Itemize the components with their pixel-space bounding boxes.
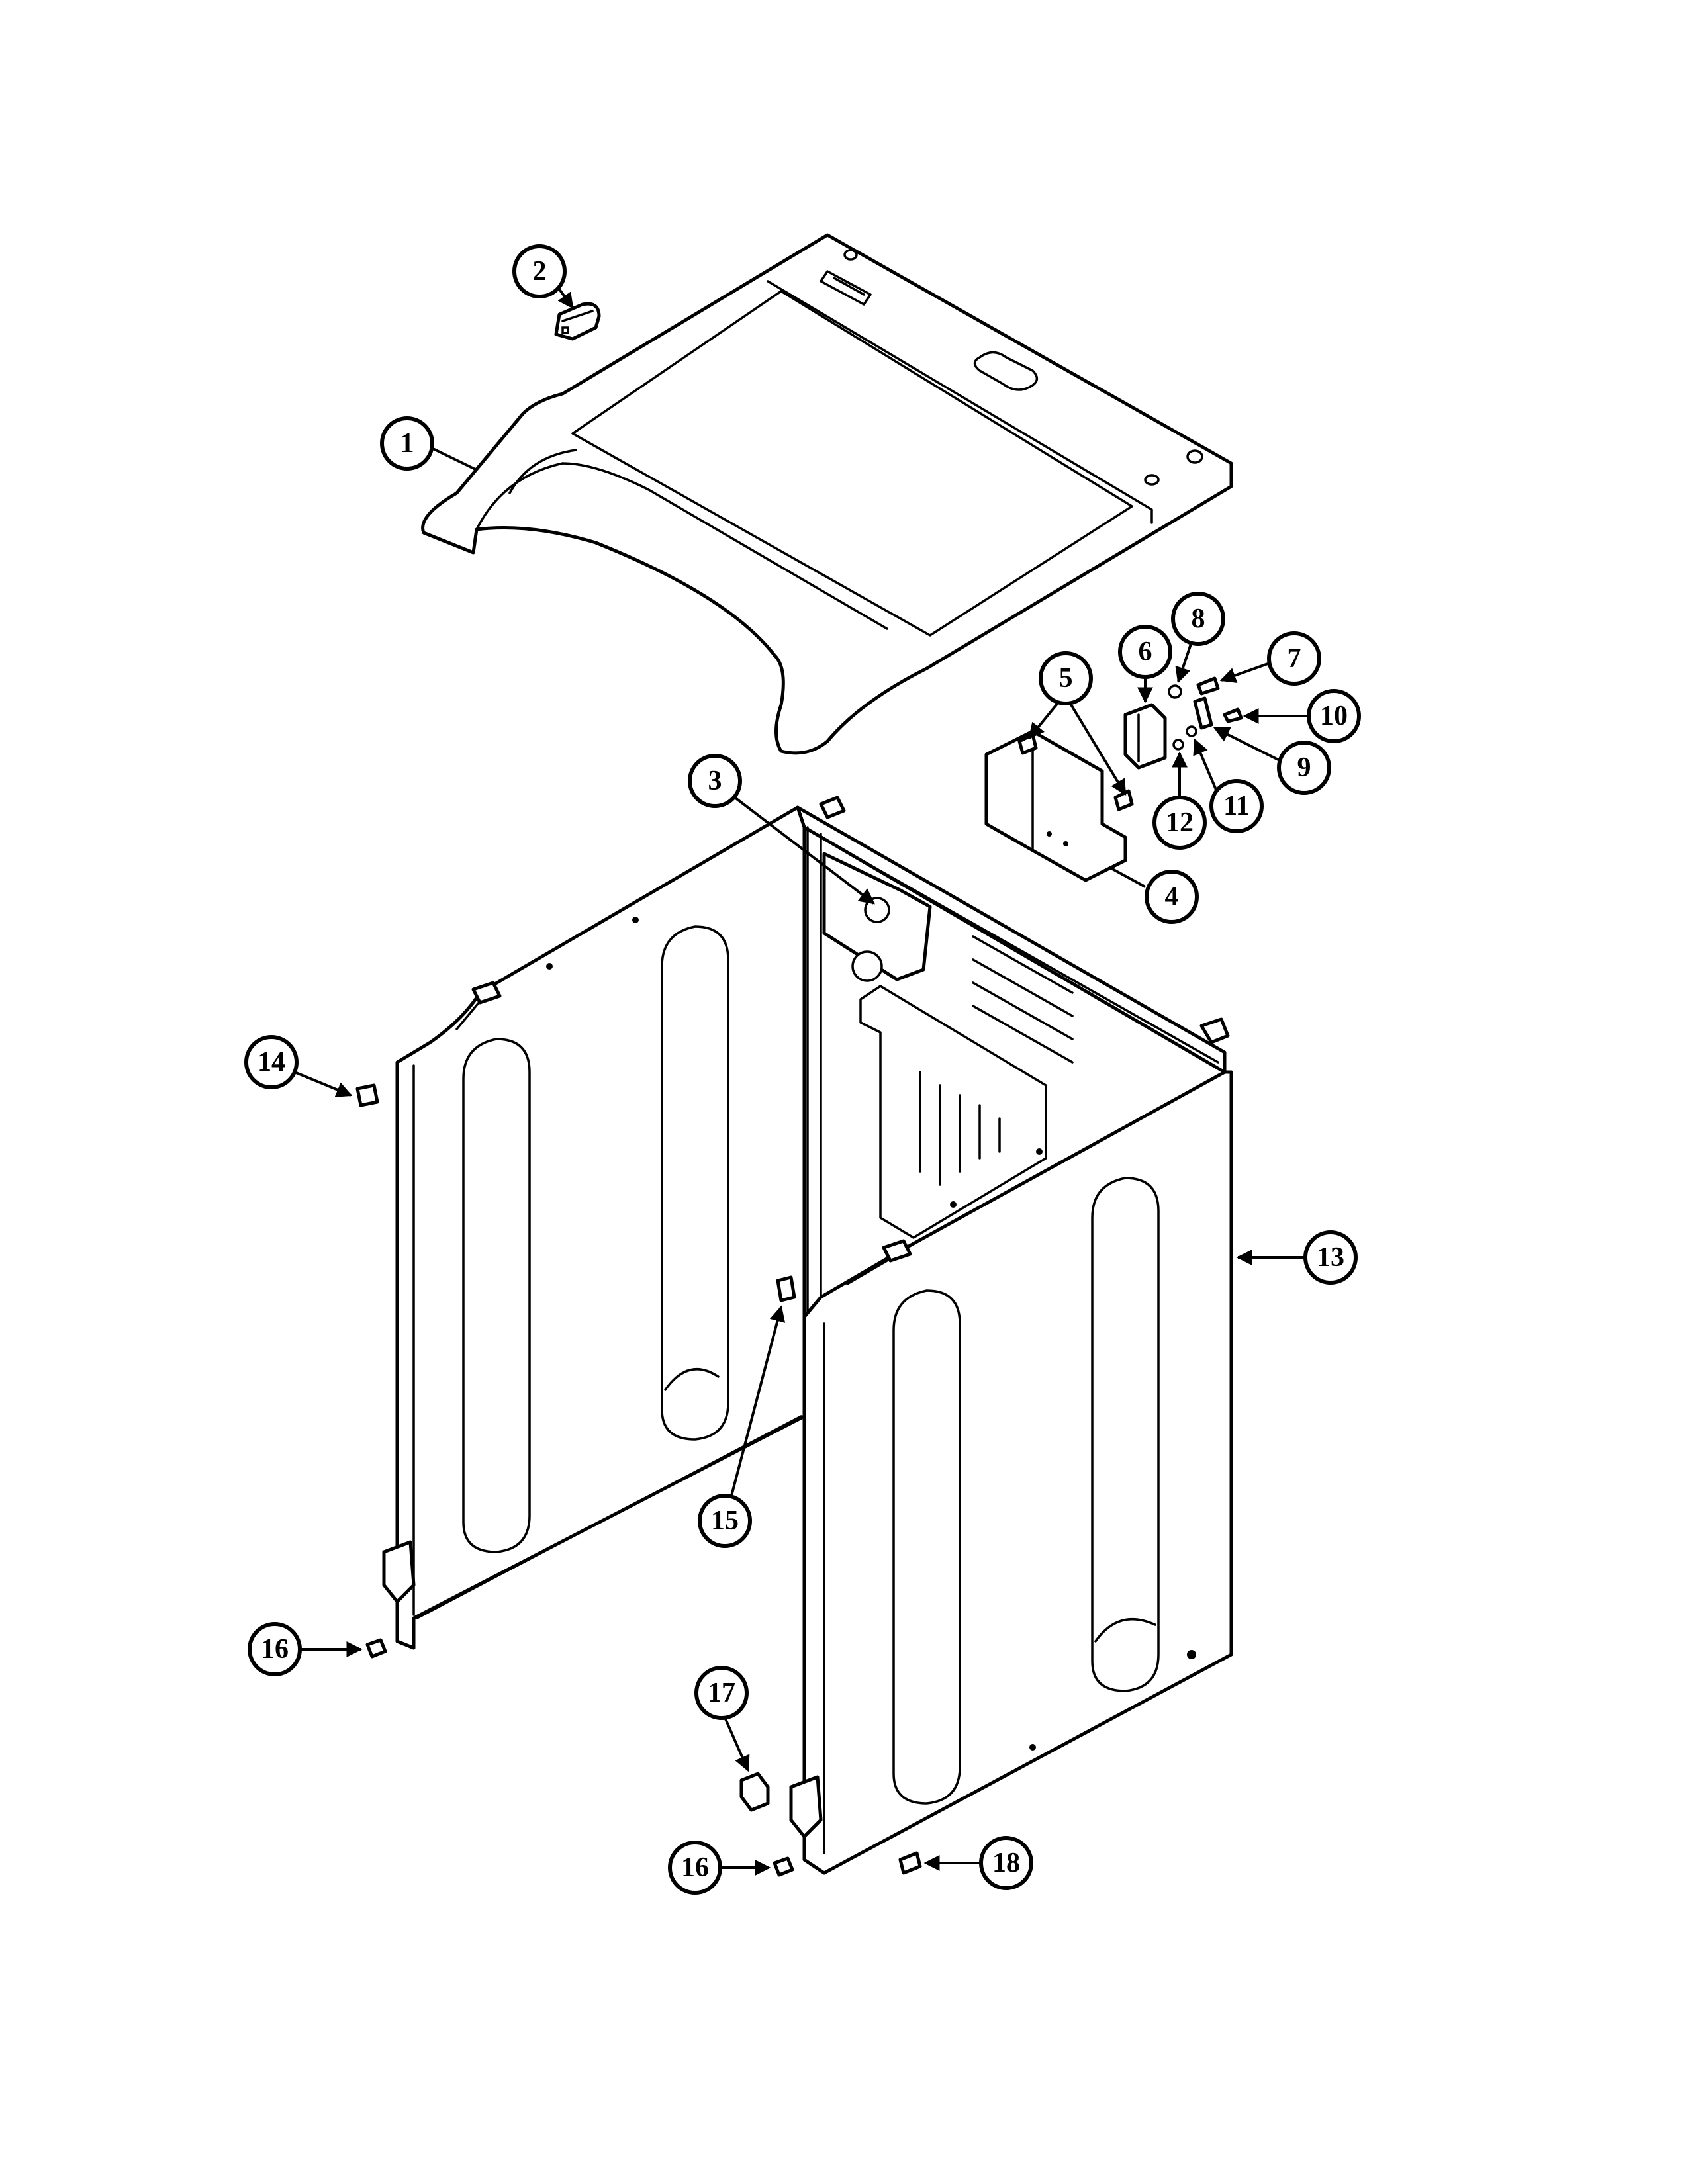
callout-4: 4	[1108, 866, 1199, 924]
callout-2: 2	[512, 244, 574, 309]
callout-3: 3	[688, 754, 875, 905]
control-bracket	[984, 729, 1127, 882]
clip-9	[1193, 696, 1213, 730]
callout-17-label: 17	[708, 1678, 735, 1708]
bumper-17	[739, 1772, 770, 1812]
callout-15: 15	[698, 1305, 786, 1548]
callout-5-label: 5	[1059, 663, 1073, 694]
callout-11: 11	[1193, 738, 1264, 833]
callout-9-label: 9	[1297, 752, 1311, 783]
callout-13: 13	[1236, 1230, 1358, 1285]
callout-8-label: 8	[1192, 604, 1205, 634]
lid-latch	[554, 302, 601, 341]
callout-16b-label: 16	[681, 1852, 709, 1883]
screw-7	[1196, 676, 1220, 696]
callout-6: 6	[1118, 625, 1172, 704]
callout-14-label: 14	[258, 1047, 285, 1077]
callout-10-label: 10	[1320, 701, 1348, 731]
screw-10	[1223, 707, 1243, 723]
callout-16a: 16	[248, 1622, 363, 1676]
washer-8	[1168, 684, 1182, 699]
screw-16b	[773, 1856, 794, 1877]
callout-7: 7	[1219, 631, 1321, 686]
screw-16a	[365, 1638, 387, 1659]
callout-5: 5	[1028, 651, 1127, 796]
callout-12: 12	[1152, 751, 1207, 850]
washer-11	[1186, 725, 1197, 737]
callout-16b: 16	[668, 1841, 771, 1895]
clip-15	[776, 1275, 796, 1302]
clip-14	[355, 1083, 379, 1107]
top-cover	[421, 233, 1233, 755]
cabinet	[382, 796, 1233, 1875]
switch-6	[1123, 703, 1167, 770]
callout-15-label: 15	[711, 1506, 739, 1536]
callout-11-label: 11	[1223, 791, 1250, 821]
callout-13-label: 13	[1317, 1242, 1344, 1273]
screw-18	[898, 1851, 922, 1875]
callout-14: 14	[244, 1035, 353, 1097]
washer-12	[1172, 739, 1184, 751]
callout-12-label: 12	[1166, 807, 1194, 838]
callout-1-label: 1	[400, 428, 414, 459]
callout-4-label: 4	[1165, 882, 1179, 912]
callout-10: 10	[1243, 689, 1361, 743]
callout-18: 18	[923, 1836, 1033, 1890]
callout-8: 8	[1171, 592, 1225, 684]
callout-7-label: 7	[1288, 643, 1301, 674]
callout-1: 1	[380, 416, 477, 471]
callout-3-label: 3	[708, 766, 722, 796]
callout-9: 9	[1213, 727, 1331, 795]
callout-2-label: 2	[533, 256, 547, 287]
callout-18-label: 18	[992, 1848, 1020, 1878]
callout-6-label: 6	[1139, 637, 1152, 667]
callout-17: 17	[694, 1666, 750, 1772]
callout-16a-label: 16	[261, 1634, 289, 1664]
